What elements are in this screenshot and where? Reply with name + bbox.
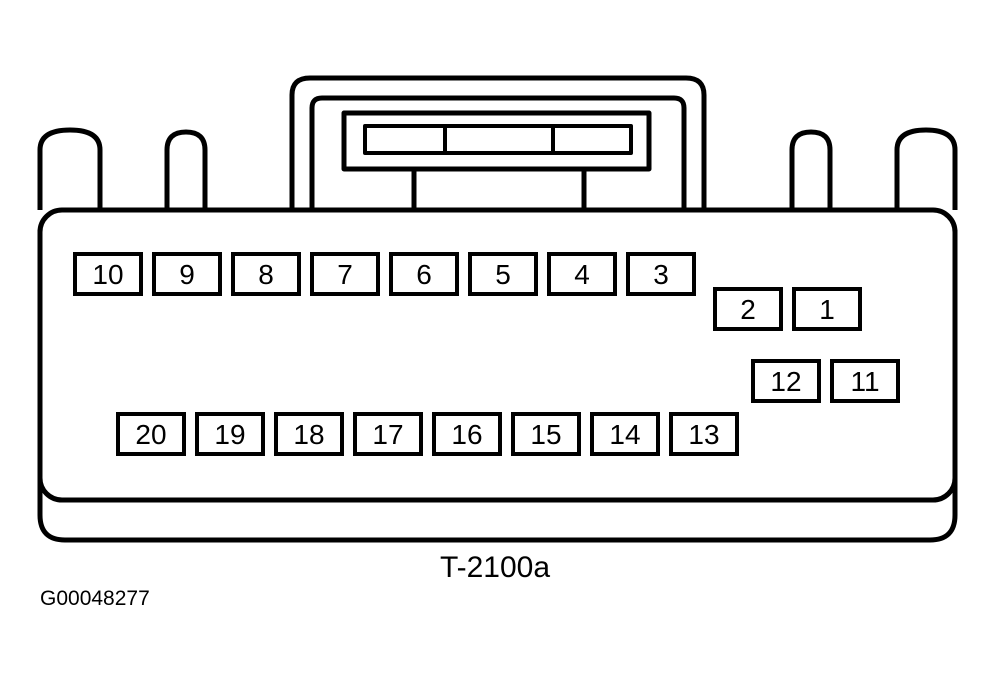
- pin-number: 5: [495, 259, 511, 290]
- rib-left-inner: [164, 129, 208, 210]
- rib-left-outer: [37, 127, 103, 210]
- pin-13: 13: [669, 412, 739, 456]
- pin-cavity: [73, 252, 143, 296]
- pin-cavity: [547, 252, 617, 296]
- latch-inner: [309, 95, 687, 210]
- pin-number: 20: [135, 419, 166, 450]
- pin-cavity: [274, 412, 344, 456]
- pin-1: 1: [792, 287, 862, 331]
- pin-cavity: [626, 252, 696, 296]
- pin-cavity: [713, 287, 783, 331]
- pin-cavity: [669, 412, 739, 456]
- pin-17: 17: [353, 412, 423, 456]
- rib-right-inner: [789, 129, 833, 210]
- pin-11: 11: [830, 359, 900, 403]
- pin-number: 7: [337, 259, 353, 290]
- pin-cavity: [116, 412, 186, 456]
- rib-right-outer: [894, 127, 958, 210]
- pin-number: 13: [688, 419, 719, 450]
- pin-18: 18: [274, 412, 344, 456]
- pin-number: 16: [451, 419, 482, 450]
- pin-20: 20: [116, 412, 186, 456]
- pins-group: 10 9 8 7 6 5 4 3 2 1 12 11 20 19 18 17 16 15 14 13: [73, 252, 900, 456]
- pin-number: 1: [819, 294, 835, 325]
- pin-number: 9: [179, 259, 195, 290]
- latch-outer: [289, 75, 707, 210]
- pin-cavity: [432, 412, 502, 456]
- pin-number: 18: [293, 419, 324, 450]
- connector-face: [37, 207, 958, 503]
- pin-number: 15: [530, 419, 561, 450]
- pin-10: 10: [73, 252, 143, 296]
- pin-cavity: [590, 412, 660, 456]
- pin-cavity: [511, 412, 581, 456]
- pin-number: 14: [609, 419, 640, 450]
- latch-tab-outer: [341, 110, 652, 172]
- pin-number: 8: [258, 259, 274, 290]
- pin-19: 19: [195, 412, 265, 456]
- pin-cavity: [830, 359, 900, 403]
- pin-number: 2: [740, 294, 756, 325]
- pin-12: 12: [751, 359, 821, 403]
- figure-id: G00048277: [40, 587, 150, 610]
- latch-tab-inner: [363, 124, 633, 155]
- pin-3: 3: [626, 252, 696, 296]
- pin-14: 14: [590, 412, 660, 456]
- pin-cavity: [353, 412, 423, 456]
- pin-number: 4: [574, 259, 590, 290]
- latch-stem: [411, 169, 587, 210]
- connector-label: T-2100a: [0, 548, 996, 588]
- connector-label-text: T-2100a: [439, 551, 551, 584]
- pin-6: 6: [389, 252, 459, 296]
- pin-number: 6: [416, 259, 432, 290]
- pin-16: 16: [432, 412, 502, 456]
- pin-4: 4: [547, 252, 617, 296]
- pin-cavity: [751, 359, 821, 403]
- pin-number: 19: [214, 419, 245, 450]
- pin-number: 10: [92, 259, 123, 290]
- pin-number: 12: [770, 366, 801, 397]
- pin-cavity: [152, 252, 222, 296]
- pin-number: 17: [372, 419, 403, 450]
- pin-cavity: [195, 412, 265, 456]
- pin-cavity: [468, 252, 538, 296]
- pin-5: 5: [468, 252, 538, 296]
- pin-8: 8: [231, 252, 301, 296]
- pin-cavity: [310, 252, 380, 296]
- pin-number: 3: [653, 259, 669, 290]
- pin-cavity: [389, 252, 459, 296]
- pin-15: 15: [511, 412, 581, 456]
- pin-7: 7: [310, 252, 380, 296]
- pin-number: 11: [850, 366, 879, 397]
- pin-2: 2: [713, 287, 783, 331]
- pin-cavity: [792, 287, 862, 331]
- connector-body-outer: [37, 230, 958, 543]
- pin-cavity: [231, 252, 301, 296]
- pin-9: 9: [152, 252, 222, 296]
